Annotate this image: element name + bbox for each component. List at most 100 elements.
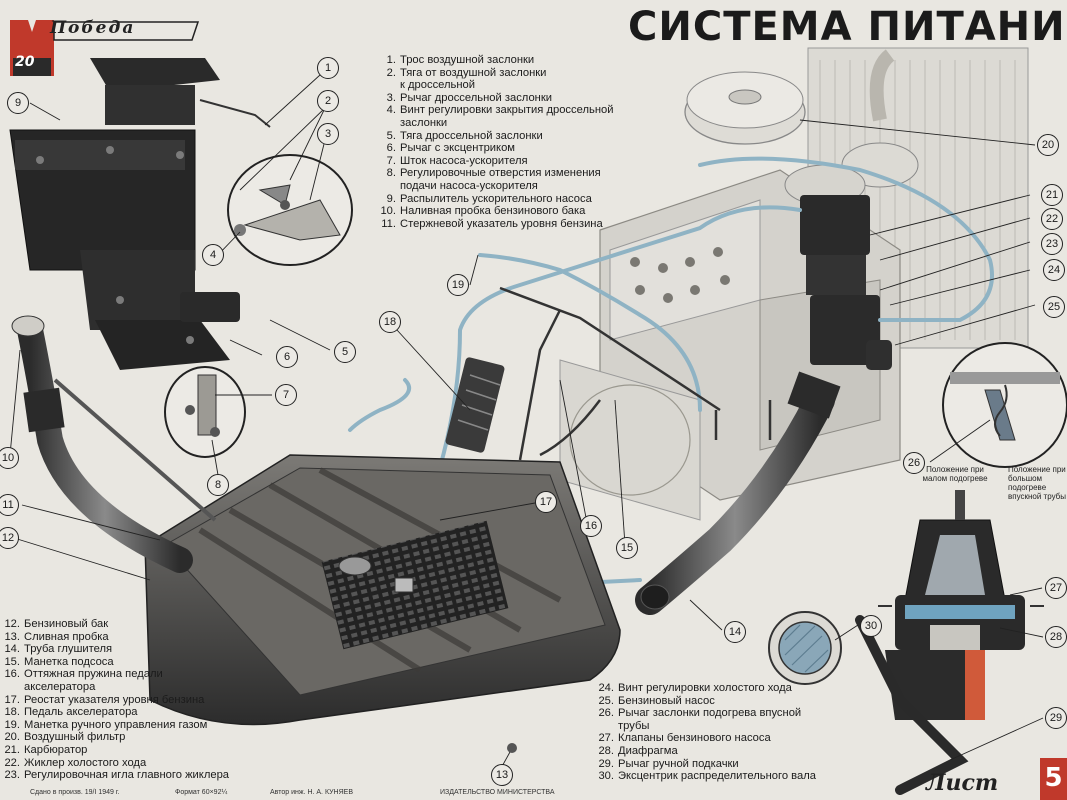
callout-28: 28 xyxy=(1045,626,1067,648)
main-carburetor xyxy=(9,58,271,370)
accelerator-pedal xyxy=(445,357,505,453)
legend-item-number: 23. xyxy=(4,769,20,782)
footer-publisher: ИЗДАТЕЛЬСТВО МИНИСТЕРСТВА xyxy=(440,789,555,796)
legend-item: 7. Шток насоса-ускорителя xyxy=(376,155,638,168)
legend-item-number: 2. xyxy=(386,66,396,79)
legend-item-text: Регулировочные отверстия изменения xyxy=(400,167,601,180)
legend-item-text: Бензиновый бак xyxy=(24,618,109,630)
footer-author: Автор инж. Н. А. КУНЯЕВ xyxy=(270,789,353,796)
legend-item-text: Диафрагма xyxy=(618,744,678,757)
legend-parts-1-11: 1. Трос воздушной заслонки 2. Тяга от возду… xyxy=(376,54,638,230)
legend-item: 17. Реостат указателя уровня бензина xyxy=(0,694,260,707)
legend-item-number: 8. xyxy=(386,167,396,180)
legend-item: 3. Рычаг дроссельной заслонки xyxy=(376,92,638,105)
legend-item: 12. Бензиновый бак xyxy=(0,618,260,631)
legend-item-number: 11. xyxy=(381,217,396,230)
legend-item-text: Бензиновый насос xyxy=(618,694,715,707)
legend-item-number: 5. xyxy=(386,129,396,142)
callout-22: 22 xyxy=(1041,208,1063,230)
callout-21: 21 xyxy=(1041,184,1063,206)
legend-item-text: Эксцентрик распределительного вала xyxy=(618,770,816,783)
callout-6: 6 xyxy=(276,346,298,368)
legend-item-number: 4. xyxy=(386,104,396,117)
position-label-small-heat: Положение при малом подогреве xyxy=(922,465,988,483)
legend-item-text: Рычаг дроссельной заслонки xyxy=(400,91,553,104)
legend-item-number: 17. xyxy=(4,693,20,706)
callout-17: 17 xyxy=(535,491,557,513)
legend-item: 1. Трос воздушной заслонки xyxy=(376,54,638,67)
legend-item-text: Труба глушителя xyxy=(24,643,113,656)
detail-throttle-lever xyxy=(227,154,353,266)
callout-2: 2 xyxy=(317,90,339,112)
legend-item-text: Шток насоса-ускорителя xyxy=(400,154,528,167)
legend-item-text: Сливная пробка xyxy=(24,630,109,643)
brand-model-number: 20 xyxy=(15,54,35,70)
callout-10: 10 xyxy=(0,447,19,469)
legend-item-text: трубы xyxy=(618,719,650,732)
fuel-pump-cutaway xyxy=(855,490,1044,795)
legend-item: 19.Манетка ручного управления газом xyxy=(0,719,260,732)
legend-item-number: 25. xyxy=(598,694,614,707)
position-label-large-heat: Положение при большом подогреве впускной… xyxy=(1008,465,1066,501)
callout-29: 29 xyxy=(1045,707,1067,729)
callout-9: 9 xyxy=(7,92,29,114)
legend-parts-12-23: 12. Бензиновый бак 13. Сливная пробка 14. Тру… xyxy=(0,618,260,782)
callout-14: 14 xyxy=(724,621,746,643)
callout-23: 23 xyxy=(1041,233,1063,255)
callout-11: 11 xyxy=(0,494,19,516)
legend-item: 2. Тяга от воздушной заслонки xyxy=(376,67,638,80)
footer-printed: Сдано в произв. 19/I 1949 г. xyxy=(30,789,120,796)
legend-item-text: Наливная пробка бензинового бака xyxy=(400,205,586,218)
legend-item: 16.Оттяжная пружина педали xyxy=(0,668,260,681)
legend-item: 4.Винт регулировки закрытия дроссельной xyxy=(376,104,638,117)
legend-item-number: 15. xyxy=(4,655,20,668)
callout-25: 25 xyxy=(1043,296,1065,318)
legend-item-text: Жиклер холостого хода xyxy=(24,756,147,769)
legend-item: 25. Бензиновый насос xyxy=(594,695,866,708)
legend-item: 13. Сливная пробка xyxy=(0,631,260,644)
legend-item: к дроссельной xyxy=(376,79,638,92)
legend-item: 9.Распылитель ускорительного насоса xyxy=(376,193,638,206)
legend-item-number: 29. xyxy=(598,757,614,770)
callout-19: 19 xyxy=(447,274,469,296)
legend-item-number: 13. xyxy=(4,630,20,643)
callout-13: 13 xyxy=(491,764,513,786)
callout-20: 20 xyxy=(1037,134,1059,156)
legend-item-text: Реостат указателя уровня бензина xyxy=(24,693,205,706)
legend-item-number: 30. xyxy=(598,770,614,783)
legend-item-text: Карбюратор xyxy=(24,743,88,756)
callout-30: 30 xyxy=(860,615,882,637)
legend-item-number: 7. xyxy=(386,154,396,167)
legend-item-number: 28. xyxy=(598,744,614,757)
legend-item-text: Тяга от воздушной заслонки xyxy=(400,66,547,79)
legend-item-number: 3. xyxy=(386,91,396,104)
sheet-number: 5 xyxy=(1040,758,1067,800)
callout-3: 3 xyxy=(317,123,339,145)
footer-format: Формат 60×92¼ xyxy=(175,789,228,796)
legend-item-number: 10. xyxy=(380,205,396,218)
legend-item-text: Клапаны бензинового насоса xyxy=(618,732,771,745)
legend-item-text: Рычаг с эксцентриком xyxy=(400,142,515,155)
legend-item-text: Регулировочная игла главного жиклера xyxy=(24,769,230,782)
legend-item-text: Воздушный фильтр xyxy=(24,731,126,744)
legend-item: 28. Диафрагма xyxy=(594,745,866,758)
legend-item-number: 24. xyxy=(598,682,614,694)
legend-item-number: 12. xyxy=(4,618,20,630)
legend-item-text: акселератора xyxy=(24,680,96,693)
legend-item-number: 1. xyxy=(386,54,396,66)
exhaust-pipe xyxy=(635,371,841,615)
legend-item-number: 19. xyxy=(4,718,20,731)
legend-item: 30. Эксцентрик распределительного вала xyxy=(594,770,866,783)
air-filter xyxy=(684,71,919,206)
legend-item-text: Педаль акселератора xyxy=(24,706,138,719)
legend-item: 8. Регулировочные отверстия изменения xyxy=(376,167,638,180)
legend-item: 23. Регулировочная игла главного жиклера xyxy=(0,769,260,782)
legend-item-text: Винт регулировки холостого хода xyxy=(618,682,792,694)
legend-item-number: 6. xyxy=(386,142,396,155)
legend-item-text: Трос воздушной заслонки xyxy=(400,54,535,66)
legend-item: 24. Винт регулировки холостого хода xyxy=(594,682,866,695)
legend-item-number: 14. xyxy=(4,643,20,656)
legend-item-number: 21. xyxy=(4,743,20,756)
